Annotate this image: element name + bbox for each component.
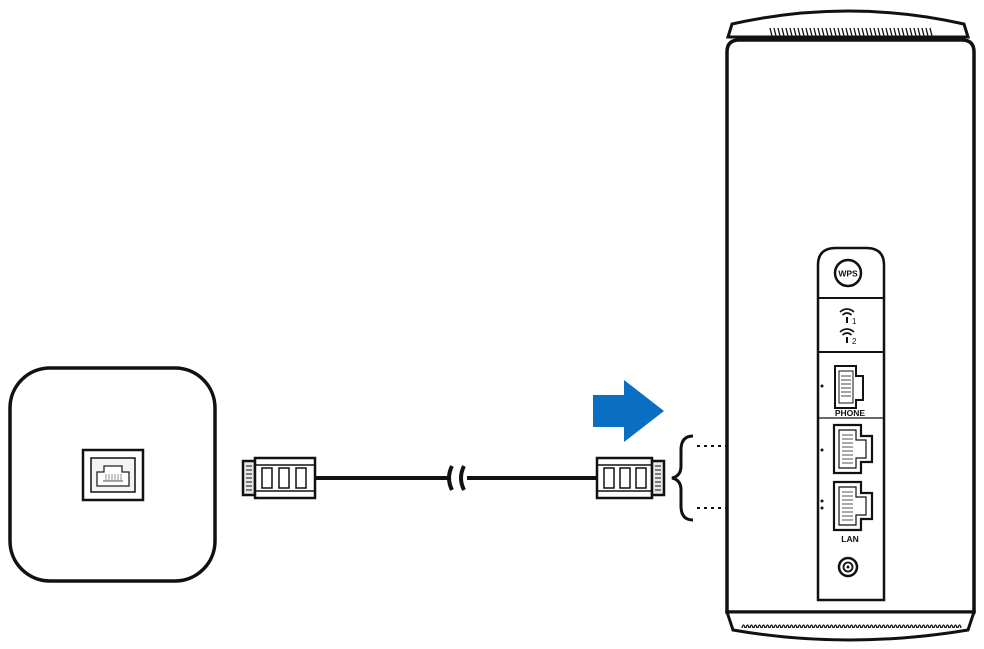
lan-port-1[interactable] <box>820 423 874 475</box>
wps-button[interactable]: WPS <box>833 258 863 288</box>
ethernet-cable <box>241 456 666 500</box>
phone-port-label: PHONE <box>835 408 866 418</box>
wifi-2-indicator-icon: 2 <box>839 328 857 346</box>
lan-port-label: LAN <box>841 534 858 544</box>
router-base <box>724 610 977 642</box>
wps-button-label: WPS <box>838 269 858 279</box>
lan-port-2[interactable]: LAN <box>820 480 874 544</box>
wifi-2-number: 2 <box>852 337 857 346</box>
router-top-cap <box>725 9 971 39</box>
phone-port[interactable]: PHONE <box>820 365 866 418</box>
direction-arrow-icon <box>593 380 664 442</box>
power-port-icon[interactable] <box>837 556 859 578</box>
router-port-panel: WPS 1 2 <box>816 246 886 602</box>
wall-socket-port-icon <box>81 448 145 502</box>
right-cable-plug <box>595 456 666 500</box>
wifi-1-number: 1 <box>852 317 857 326</box>
wifi-1-indicator-icon: 1 <box>839 308 857 326</box>
cable-break-mark-left <box>447 465 454 491</box>
router: WPS 1 2 <box>724 9 977 642</box>
wall-ethernet-socket <box>8 366 217 583</box>
left-cable-plug <box>241 456 317 500</box>
cable-break-mark-right <box>459 465 466 491</box>
